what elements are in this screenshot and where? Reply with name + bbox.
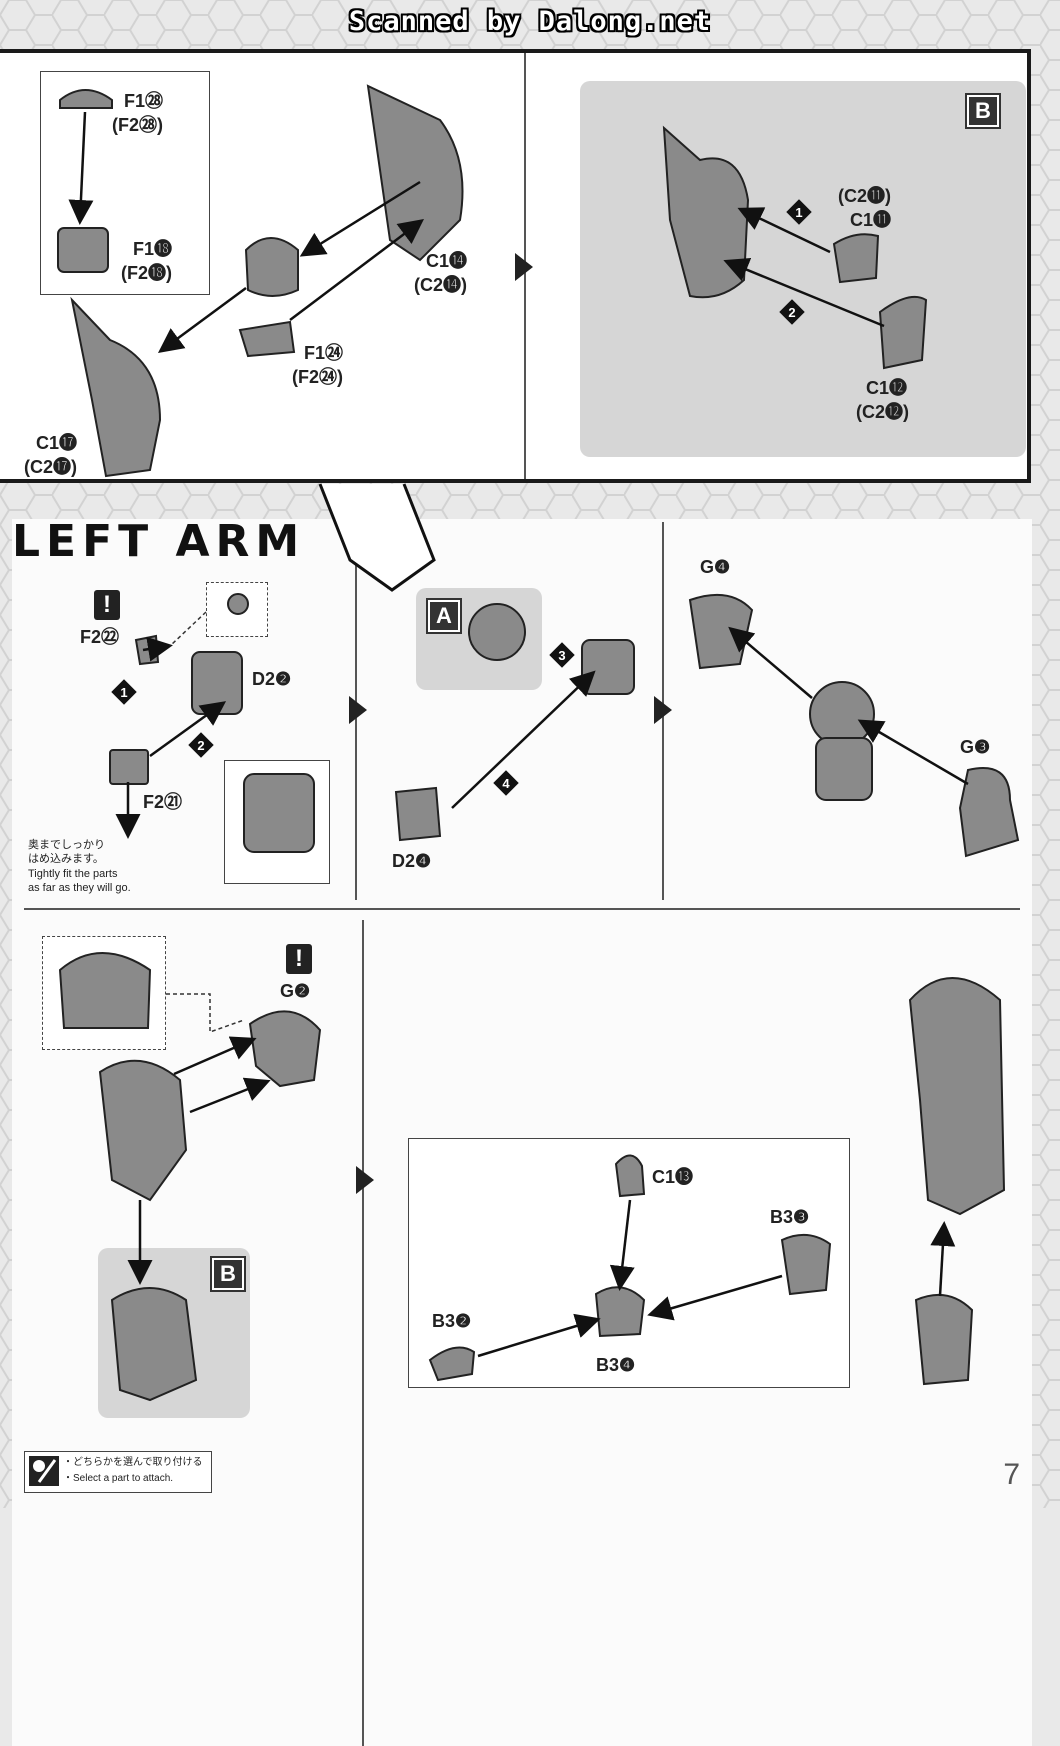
- next-step-arrow: [654, 696, 672, 724]
- inset-cover: [58, 952, 152, 1029]
- part-b3-3-shape: [780, 1233, 832, 1296]
- part-f2-24: (F2㉔): [292, 367, 343, 387]
- step-number: 3: [558, 648, 565, 663]
- step-badge-2: [188, 732, 214, 758]
- part-f2-28: (F2㉘): [112, 115, 163, 135]
- footer-note: ・どちらかを選んで取り付ける ・Select a part to attach.: [24, 1451, 212, 1493]
- part-c2-11: (C2⓫): [838, 186, 891, 206]
- part-d2-4: D2❹: [392, 851, 432, 871]
- note-en: ・Select a part to attach.: [63, 1473, 174, 1484]
- part-f2-22: F2㉒: [80, 627, 120, 647]
- shoulder-armor-part: [366, 84, 464, 262]
- tag-b: B: [210, 1256, 246, 1292]
- part-c2-14: (C2⓮): [414, 275, 467, 295]
- step-number: 1: [795, 205, 802, 220]
- part-c1-13-shape: [614, 1154, 646, 1198]
- note-en-line1: Tightly fit the parts: [28, 868, 118, 880]
- step-badge-3: [549, 642, 575, 668]
- part-f2-18: (F2⓲): [121, 263, 172, 283]
- part-c2-12: (C2⓬): [856, 402, 909, 422]
- tag-b: B: [965, 93, 1001, 129]
- page-number: 7: [1003, 1458, 1020, 1491]
- section-title: LEFT ARM: [12, 516, 306, 567]
- part-g2-shape: [248, 1010, 322, 1088]
- armor-piece-c1-12: [878, 296, 928, 370]
- tag-a: A: [426, 598, 462, 634]
- part-b3-3: B3❸: [770, 1207, 810, 1227]
- part-f2-21: F2㉑: [143, 792, 183, 812]
- part-f1-18: F1⓲: [133, 239, 173, 259]
- next-step-arrow: [515, 253, 533, 281]
- completed-arm: [908, 977, 1006, 1216]
- part-b3-4: B3❹: [596, 1355, 636, 1375]
- detail-joint: [227, 593, 249, 615]
- part-f1-28: F1㉘: [124, 91, 164, 111]
- part-b3-2: B3❷: [432, 1311, 472, 1331]
- part-b3-4-shape: [594, 1286, 646, 1338]
- part-g3-shape: [958, 767, 1020, 858]
- note-jp: ・どちらかを選んで取り付ける: [63, 1457, 203, 1468]
- part-b3-2-shape: [428, 1346, 476, 1382]
- part-c2-17: (C2⓱): [24, 457, 77, 477]
- arm-assembly: [98, 1059, 188, 1202]
- flow-connector: [318, 483, 436, 592]
- step-number: 1: [120, 685, 127, 700]
- elbow-ball: [809, 681, 875, 747]
- part-c1-12: C1⓬: [866, 378, 908, 398]
- forearm-upper: [815, 737, 873, 801]
- joint-part: [57, 227, 109, 273]
- part-g3: G❸: [960, 737, 991, 757]
- step-number: 2: [197, 738, 204, 753]
- next-step-arrow: [356, 1166, 374, 1194]
- shoulder-assembly: [662, 125, 750, 299]
- note-jp-line2: はめ込みます。: [28, 853, 104, 865]
- note-en-line2: as far as they will go.: [28, 882, 131, 894]
- joint-piece: [238, 320, 296, 358]
- ball-part: [468, 603, 526, 661]
- armor-piece-c1-11: [832, 233, 880, 284]
- divider: [24, 908, 1020, 910]
- part-d2-2-shape: [191, 651, 243, 715]
- step-badge-1: [111, 679, 137, 705]
- part-d2-4-shape: [394, 786, 442, 842]
- assembled-joint: [243, 773, 315, 853]
- warning-icon: !: [286, 944, 312, 974]
- note-jp-line1: 奥までしっかり: [28, 839, 105, 851]
- hand-assembly: [914, 1293, 974, 1386]
- step-number: 4: [502, 776, 510, 791]
- step-badge-1: [786, 199, 812, 225]
- assembly-diagram: 1 2 1 2 3 4: [57, 84, 1020, 1402]
- part-g4: G❹: [700, 557, 731, 577]
- joint-block: [581, 639, 635, 695]
- warning-icon: !: [94, 590, 120, 620]
- part-f1-24: F1㉔: [304, 343, 344, 363]
- part-d2-2: D2❷: [252, 669, 292, 689]
- part-c1-14: C1⓮: [426, 251, 468, 271]
- part-f2-21-shape: [109, 749, 149, 785]
- step-badge-4: [493, 770, 519, 796]
- part-c1-17: C1⓱: [36, 433, 78, 453]
- select-part-icon: [29, 1456, 59, 1486]
- step-number: 2: [788, 305, 795, 320]
- ball-joint-part: [244, 237, 299, 297]
- cap-part: [59, 89, 113, 109]
- part-c1-11: C1⓫: [850, 210, 892, 230]
- divider: [362, 920, 364, 1746]
- step-badge-2: [779, 299, 805, 325]
- next-step-arrow: [349, 696, 367, 724]
- upper-arm-armor-part: [70, 296, 162, 478]
- result-panel-b: [580, 81, 1026, 457]
- part-c1-13: C1⓭: [652, 1167, 694, 1187]
- part-g4-shape: [688, 593, 754, 670]
- scan-credit: Scanned by Dalong.net: [348, 6, 712, 37]
- armor-assembly-b: [110, 1287, 198, 1402]
- part-g2: G❷: [280, 981, 311, 1001]
